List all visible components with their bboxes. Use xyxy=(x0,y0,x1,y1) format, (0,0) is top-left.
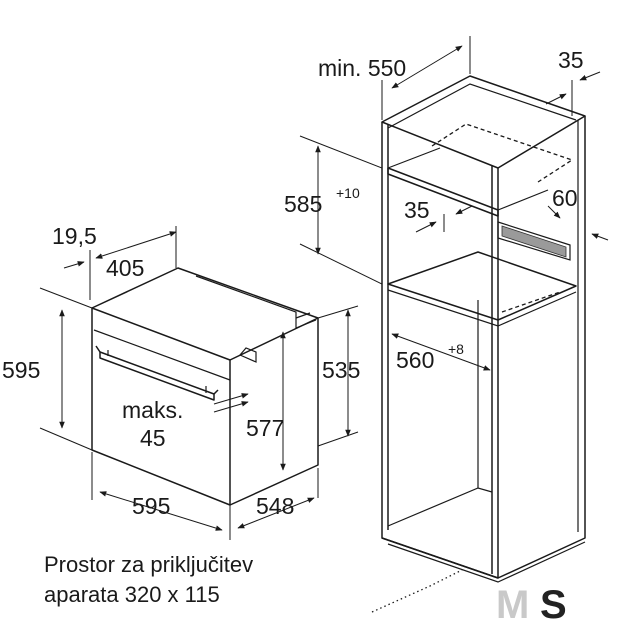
dim-560-tolerance: +8 xyxy=(448,341,464,357)
note-line-2: aparata 320 x 115 xyxy=(44,582,220,607)
logo-letter-m: M xyxy=(496,583,529,627)
dim-585: 585 xyxy=(284,191,322,217)
oven-drawing xyxy=(91,267,319,506)
dim-maks-label: maks. xyxy=(122,397,183,423)
dim-maks-value: 45 xyxy=(140,425,166,451)
dim-595-height: 595 xyxy=(2,357,40,383)
dim-60: 60 xyxy=(552,185,578,211)
dim-585-tolerance: +10 xyxy=(336,185,360,201)
dim-35-top: 35 xyxy=(558,47,584,73)
oven-dimensions xyxy=(39,226,359,540)
cabinet-dimensions xyxy=(299,36,609,371)
logo-letter-s: S xyxy=(540,583,567,627)
dim-577: 577 xyxy=(246,415,284,441)
dim-595-width: 595 xyxy=(132,493,170,519)
note-leader xyxy=(371,569,463,613)
dim-548: 548 xyxy=(256,493,294,519)
note-line-1: Prostor za priključitev xyxy=(44,552,253,577)
dim-405: 405 xyxy=(106,255,144,281)
dim-560: 560 xyxy=(396,347,434,373)
cabinet-drawing xyxy=(381,75,586,583)
dim-19-5: 19,5 xyxy=(52,223,97,249)
dim-35-inner: 35 xyxy=(404,197,430,223)
ms-logo: M S xyxy=(496,583,567,627)
dim-min-550: min. 550 xyxy=(318,55,406,81)
dim-535: 535 xyxy=(322,357,360,383)
